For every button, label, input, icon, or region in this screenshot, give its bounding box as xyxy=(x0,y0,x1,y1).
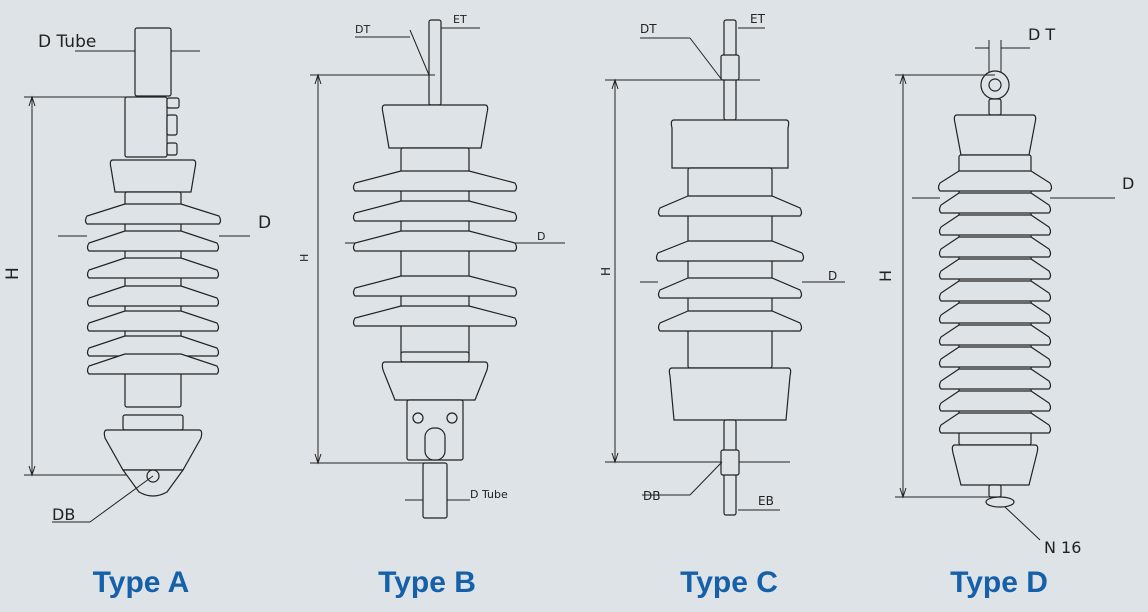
dimension-line xyxy=(89,475,154,523)
label-b-d: D xyxy=(537,230,545,243)
dimension-line xyxy=(409,29,430,76)
shed xyxy=(352,230,518,252)
title-type-b: Type B xyxy=(378,566,476,599)
dimension-line xyxy=(1004,506,1041,541)
shed xyxy=(938,236,1052,258)
shed xyxy=(86,257,220,279)
tube xyxy=(134,27,172,97)
ball-end xyxy=(985,496,1015,508)
bolt xyxy=(166,97,180,109)
bottom-cap xyxy=(951,444,1039,486)
eye-hole xyxy=(988,78,1002,92)
bolt xyxy=(166,142,178,156)
label-a-d-tube: D Tube xyxy=(38,32,96,52)
title-type-c: Type C xyxy=(680,566,778,599)
shed xyxy=(657,310,803,332)
hole xyxy=(412,412,424,424)
shed xyxy=(938,302,1052,324)
arrow-icon xyxy=(899,73,907,85)
ball-neck xyxy=(988,484,1002,498)
title-type-a: Type A xyxy=(92,566,190,599)
shed xyxy=(84,203,222,225)
label-c-eb: EB xyxy=(758,494,774,508)
shed xyxy=(938,214,1052,236)
label-c-h: H xyxy=(599,267,613,276)
label-d-h: H xyxy=(876,270,895,282)
shed xyxy=(655,240,805,262)
top-rod xyxy=(428,19,442,106)
shed xyxy=(352,170,518,192)
arrow-icon xyxy=(28,465,36,477)
shed xyxy=(938,346,1052,368)
collar xyxy=(400,351,470,363)
shed xyxy=(352,305,518,327)
label-c-db: DB xyxy=(643,489,660,503)
shed xyxy=(352,275,518,297)
top-fitting xyxy=(124,96,168,158)
insulator-type-c xyxy=(605,19,845,516)
title-type-d: Type D xyxy=(950,566,1048,599)
dimension-line xyxy=(689,461,723,496)
shed xyxy=(86,310,220,332)
shed xyxy=(86,335,220,357)
arrow-icon xyxy=(314,73,322,85)
slot xyxy=(424,427,446,461)
label-b-h: H xyxy=(298,254,311,262)
shed xyxy=(86,230,220,252)
label-d-n16: N 16 xyxy=(1044,538,1081,557)
label-a-db: DB xyxy=(52,505,75,524)
shed xyxy=(657,195,803,217)
shed xyxy=(938,280,1052,302)
top-cap xyxy=(109,159,197,193)
arrow-icon xyxy=(899,487,907,499)
shed xyxy=(938,324,1052,346)
shed xyxy=(86,353,220,375)
label-a-d: D xyxy=(258,213,271,233)
end-collar xyxy=(720,54,740,81)
label-a-h: H xyxy=(3,267,23,280)
shed xyxy=(938,390,1052,412)
label-d-dt: D T xyxy=(1028,25,1055,44)
label-b-et: ET xyxy=(453,13,467,26)
label-d-d: D xyxy=(1122,174,1134,193)
bottom-cap xyxy=(103,429,203,471)
label-b-dt: DT xyxy=(355,23,370,36)
bottom-tube xyxy=(422,462,448,519)
arrow-icon xyxy=(314,453,322,465)
insulator-type-d xyxy=(895,40,1115,541)
shed xyxy=(86,285,220,307)
shed xyxy=(937,170,1053,192)
end-collar xyxy=(720,449,740,476)
insulator-type-a xyxy=(24,27,250,523)
arrow-icon xyxy=(28,95,36,107)
top-cap xyxy=(670,119,790,169)
bolt xyxy=(166,114,178,136)
label-c-dt: DT xyxy=(640,22,657,36)
bottom-clevis xyxy=(121,469,185,497)
bottom-cap xyxy=(668,367,792,421)
top-cap xyxy=(381,104,489,149)
shed xyxy=(938,368,1052,390)
shed xyxy=(938,412,1052,434)
shed xyxy=(657,277,803,299)
arrow-icon xyxy=(611,452,619,464)
label-c-d: D xyxy=(828,269,837,283)
label-c-et: ET xyxy=(750,12,766,26)
eye-neck xyxy=(988,98,1002,116)
hole xyxy=(446,412,458,424)
label-b-d-tube: D Tube xyxy=(470,488,508,501)
top-cap xyxy=(953,114,1037,156)
dimension-line xyxy=(689,37,723,81)
insulator-type-b xyxy=(310,19,565,519)
shed xyxy=(352,200,518,222)
collar xyxy=(122,414,184,431)
arrow-icon xyxy=(611,78,619,90)
shed xyxy=(938,192,1052,214)
shed xyxy=(938,258,1052,280)
bottom-cap xyxy=(381,361,489,401)
